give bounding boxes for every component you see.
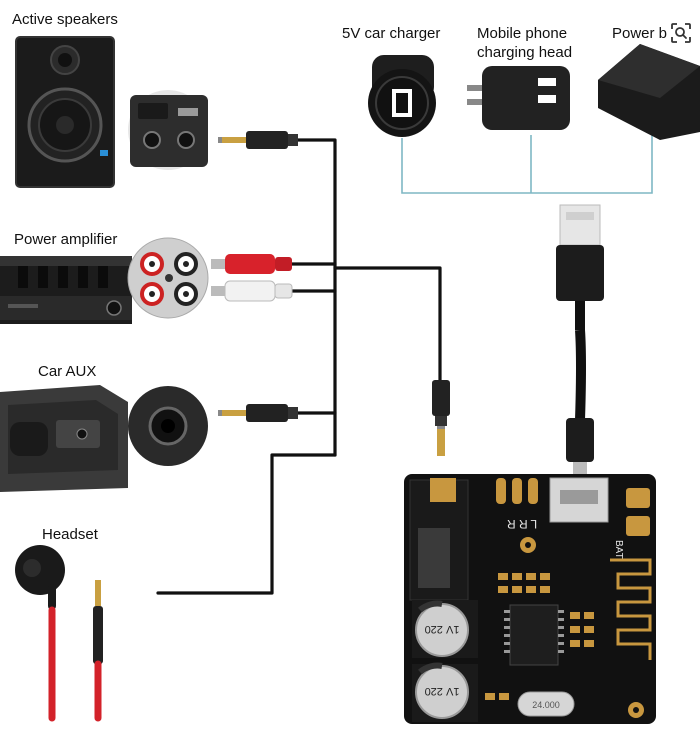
label-power-bank: Power b: [612, 25, 668, 42]
rca-red-plug: [211, 254, 292, 274]
silkscreen-bat: BAT: [613, 540, 624, 559]
rca-white-plug: [211, 280, 293, 302]
label-car-aux: Car AUX: [38, 363, 97, 380]
label-mobile-head-1: Mobile phone: [477, 25, 568, 42]
lens-search-icon[interactable]: [670, 22, 692, 44]
speaker-3.5mm-plug: [218, 131, 298, 149]
label-power-amplifier: Power amplifier: [14, 231, 118, 248]
speaker-cable: [296, 138, 337, 457]
crystal-label: 24.000: [532, 700, 560, 710]
rca-jacks-zoom: [127, 237, 209, 319]
cap-label-top: 1V 220: [425, 623, 460, 635]
aux-jack-zoom: [128, 386, 208, 466]
board-3.5mm-plug: [432, 380, 450, 456]
bluetooth-audio-board: L R R BAT 1V 220 1V 220 24.000: [404, 474, 656, 724]
active-speaker-image: [15, 36, 115, 188]
usb-power-links: [401, 135, 653, 194]
label-mobile-head-2: charging head: [477, 44, 573, 61]
usb-cable: [556, 204, 604, 474]
power-bank-image: [598, 44, 700, 140]
silkscreen-lrr: L R R: [507, 517, 538, 531]
car-aux-image: [0, 385, 128, 492]
trunk-cable: [333, 266, 442, 382]
aux-3.5mm-plug: [218, 404, 298, 422]
label-car-charger: 5V car charger: [342, 25, 441, 42]
mobile-charging-head-image: [467, 66, 570, 130]
audio-cables: [156, 138, 442, 595]
speaker-jack-zoom: [128, 90, 208, 170]
headset-cable: [156, 453, 337, 595]
label-headset: Headset: [42, 526, 98, 543]
cap-label-bottom: 1V 220: [425, 685, 460, 697]
label-active-speakers: Active speakers: [12, 11, 118, 28]
car-charger-image: [368, 55, 436, 137]
power-amplifier-image: [0, 256, 132, 324]
headset-image: [15, 545, 103, 722]
